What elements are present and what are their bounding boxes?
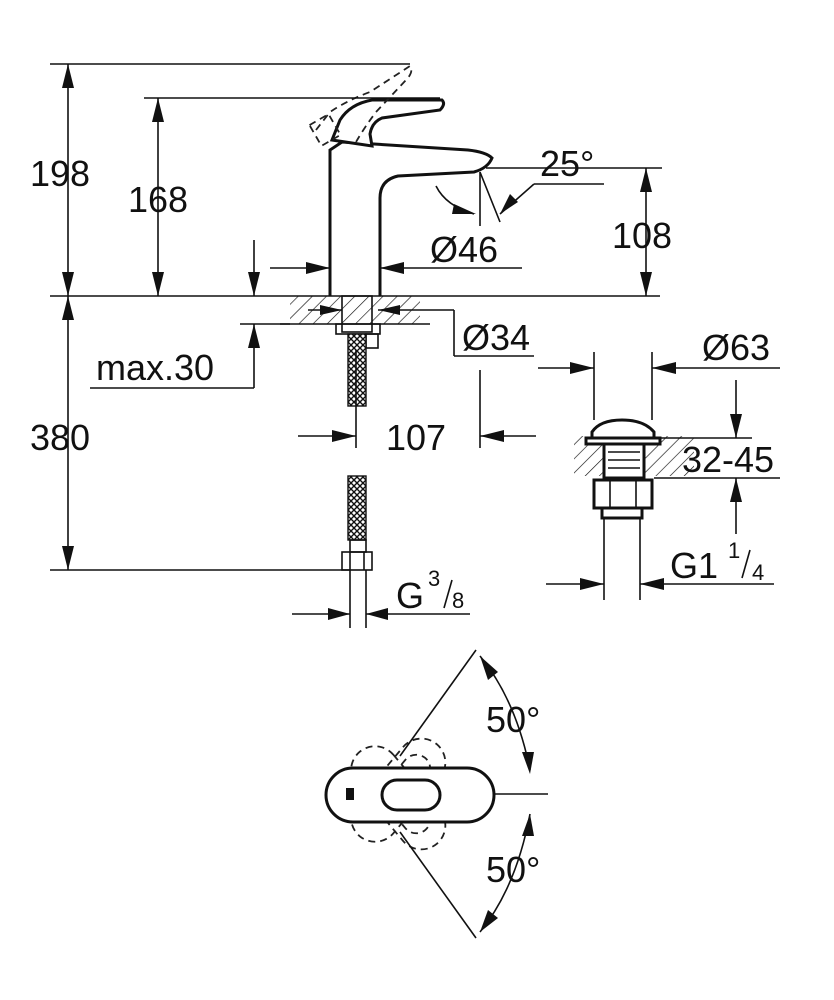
dim-label-107: 107 — [386, 417, 446, 458]
dim-label-198: 198 — [30, 153, 90, 194]
dim-label-g114-main: G1 — [670, 545, 718, 586]
dim-label-168: 168 — [128, 179, 188, 220]
dim-waste-diameter: Ø63 — [538, 327, 780, 420]
dim-label-g114-den: 4 — [752, 560, 764, 585]
dim-label-46: Ø46 — [430, 229, 498, 270]
waste-cap — [590, 418, 656, 442]
dim-label-34: Ø34 — [462, 317, 530, 358]
hose-fitting-nut — [341, 551, 373, 571]
faucet-body — [328, 140, 494, 296]
hose-fitting-neck — [349, 539, 367, 553]
waste-washer — [600, 506, 644, 520]
mounting-stud — [365, 333, 379, 349]
dim-hose-thread: G 3 8 — [292, 566, 470, 620]
faucet-handle — [329, 98, 446, 148]
dim-spout-reach-height: 108 — [486, 167, 672, 296]
waste-valve — [574, 418, 694, 600]
dim-label-3245: 32-45 — [682, 439, 774, 480]
mounting-shank — [341, 295, 373, 333]
faucet-handle-raised — [315, 64, 413, 143]
dim-label-max30: max.30 — [96, 347, 214, 388]
dim-body-diameter: Ø46 — [270, 229, 522, 274]
waste-nut — [592, 478, 654, 510]
dim-hose-length: 380 — [30, 296, 350, 571]
hose-upper — [347, 333, 367, 407]
lever-center — [324, 766, 496, 824]
dim-label-25: 25° — [540, 143, 594, 184]
dim-deck-thickness: max.30 — [90, 240, 290, 389]
waste-body — [602, 442, 646, 480]
dim-label-63: Ø63 — [702, 327, 770, 368]
lever-indicator — [346, 788, 354, 800]
dim-label-50-bottom: 50° — [486, 849, 540, 890]
dim-label-g114-num: 1 — [728, 538, 740, 563]
swing-line-left — [399, 649, 477, 757]
lever-top-view: 50° 50° — [324, 649, 548, 939]
swing-line-right — [399, 831, 477, 939]
dim-label-50-top: 50° — [486, 699, 540, 740]
dim-label-g38-main: G — [396, 575, 424, 616]
dim-waste-range: 32-45 — [654, 380, 780, 534]
dim-waste-thread: G1 1 4 — [546, 538, 774, 590]
dim-spout-angle: 25° — [435, 143, 604, 226]
dim-label-108: 108 — [612, 215, 672, 256]
faucet-front-view — [50, 64, 660, 628]
dim-spout-projection: 107 — [298, 350, 536, 458]
dim-label-380: 380 — [30, 417, 90, 458]
dim-spout-height: 168 — [128, 97, 440, 296]
dim-total-height: 198 — [30, 63, 410, 296]
dim-label-g38-num: 3 — [428, 566, 440, 591]
dim-hole-diameter: Ø34 — [308, 305, 534, 358]
lever-opening — [380, 778, 442, 812]
dim-label-g38-den: 8 — [452, 588, 464, 613]
hose-lower — [347, 475, 367, 541]
